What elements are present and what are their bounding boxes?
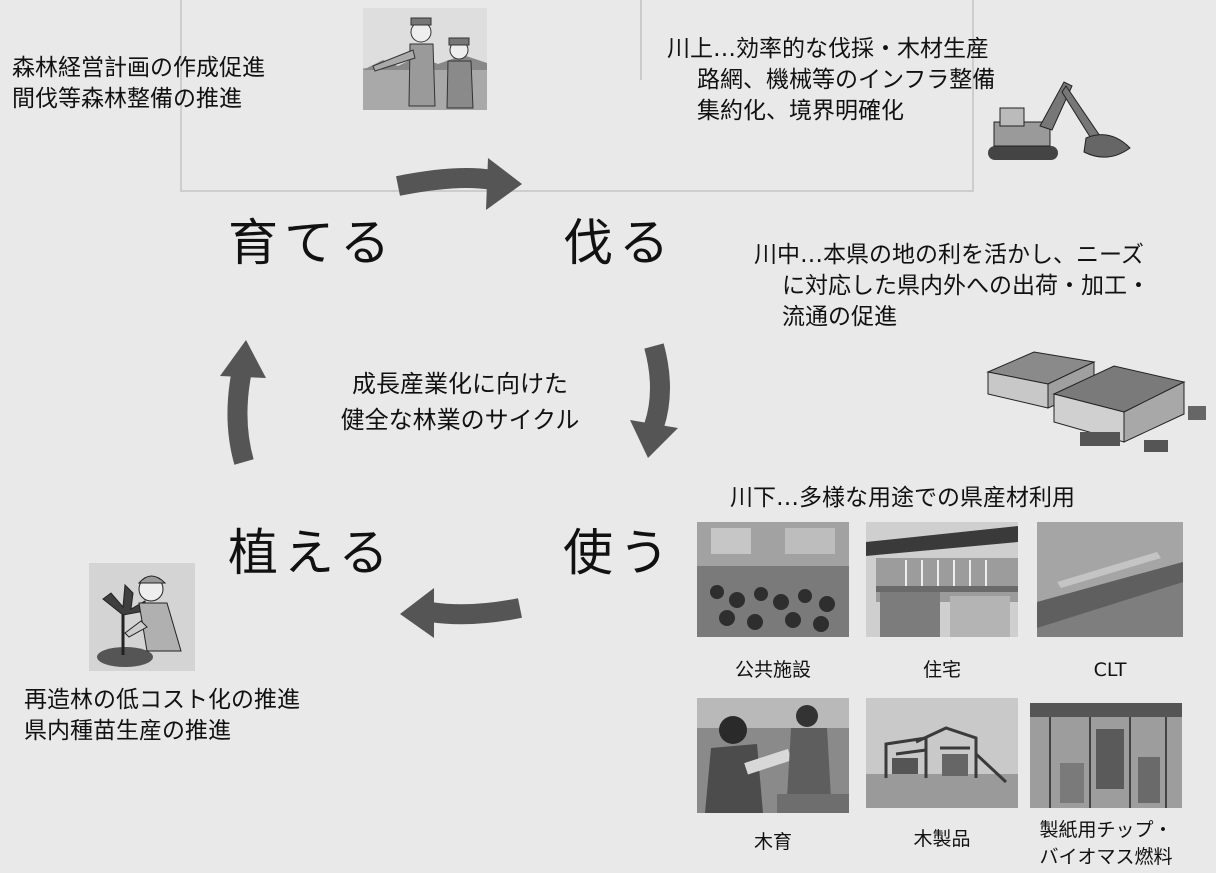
sawmill-factory-illustration bbox=[984, 336, 1212, 460]
cycle-center-text: 成長産業化に向けた 健全な林業のサイクル bbox=[300, 366, 620, 438]
excavator-illustration bbox=[980, 78, 1140, 178]
stage-cut-label: 伐る bbox=[563, 214, 675, 272]
cycle-center-line: 健全な林業のサイクル bbox=[340, 406, 580, 434]
downstream-title: 川下…多様な用途での県産材利用 bbox=[730, 485, 1075, 511]
arrow-left-icon bbox=[400, 588, 522, 638]
upstream-note: 川上…効率的な伐採・木材生産 路網、機械等のインフラ整備 集約化、境界明確化 bbox=[667, 34, 995, 127]
arrow-down-icon bbox=[630, 343, 678, 458]
bleed-through-line bbox=[640, 0, 642, 80]
photo-caption-line: 製紙用チップ・ bbox=[1039, 819, 1173, 841]
arrow-up-icon bbox=[220, 340, 266, 465]
midstream-note-line: 川中…本県の地の利を活かし、ニーズ bbox=[754, 242, 1144, 268]
photo-caption: CLT bbox=[1093, 659, 1127, 681]
upstream-note-line: 川上…効率的な伐採・木材生産 bbox=[667, 36, 989, 62]
cycle-arrows bbox=[220, 158, 678, 638]
arrow-right-icon bbox=[396, 158, 522, 210]
tree-planting-illustration bbox=[89, 563, 195, 671]
stage-plant-label: 植える bbox=[228, 524, 395, 582]
plant-note-line: 再造林の低コスト化の推進 bbox=[24, 687, 300, 713]
public-facility-photo bbox=[697, 522, 849, 637]
biomass-photo bbox=[1030, 703, 1182, 808]
grow-note-line: 間伐等森林整備の推進 bbox=[12, 86, 242, 112]
photo-caption-line: バイオマス燃料 bbox=[1039, 846, 1173, 868]
midstream-note-line: 流通の促進 bbox=[782, 304, 897, 330]
stage-use-label: 使う bbox=[563, 524, 675, 582]
house-photo bbox=[866, 522, 1018, 637]
forestry-workers-illustration bbox=[363, 8, 487, 110]
upstream-note-line: 路網、機械等のインフラ整備 bbox=[697, 67, 996, 93]
clt-photo bbox=[1037, 522, 1183, 637]
grow-note-line: 森林経営計画の作成促進 bbox=[12, 55, 265, 81]
photo-caption: 公共施設 bbox=[734, 659, 811, 681]
wood-education-photo bbox=[697, 698, 849, 813]
upstream-note-line: 集約化、境界明確化 bbox=[697, 98, 904, 124]
plant-note-line: 県内種苗生産の推進 bbox=[24, 718, 231, 744]
midstream-note: 川中…本県の地の利を活かし、ニーズ に対応した県内外への出荷・加工・ 流通の促進 bbox=[754, 240, 1150, 333]
photo-caption-multiline: 製紙用チップ・ バイオマス燃料 bbox=[1030, 817, 1182, 871]
photo-caption: 住宅 bbox=[922, 659, 961, 681]
wood-products-photo bbox=[866, 698, 1018, 808]
grow-note: 森林経営計画の作成促進 間伐等森林整備の推進 bbox=[12, 53, 265, 115]
plant-note: 再造林の低コスト化の推進 県内種苗生産の推進 bbox=[24, 685, 300, 747]
midstream-note-line: に対応した県内外への出荷・加工・ bbox=[782, 273, 1150, 299]
photo-caption: 木製品 bbox=[913, 828, 971, 850]
bleed-through-box bbox=[180, 0, 974, 192]
cycle-center-line: 成長産業化に向けた bbox=[352, 370, 568, 398]
stage-grow-label: 育てる bbox=[228, 214, 396, 272]
photo-caption: 木育 bbox=[753, 831, 792, 853]
